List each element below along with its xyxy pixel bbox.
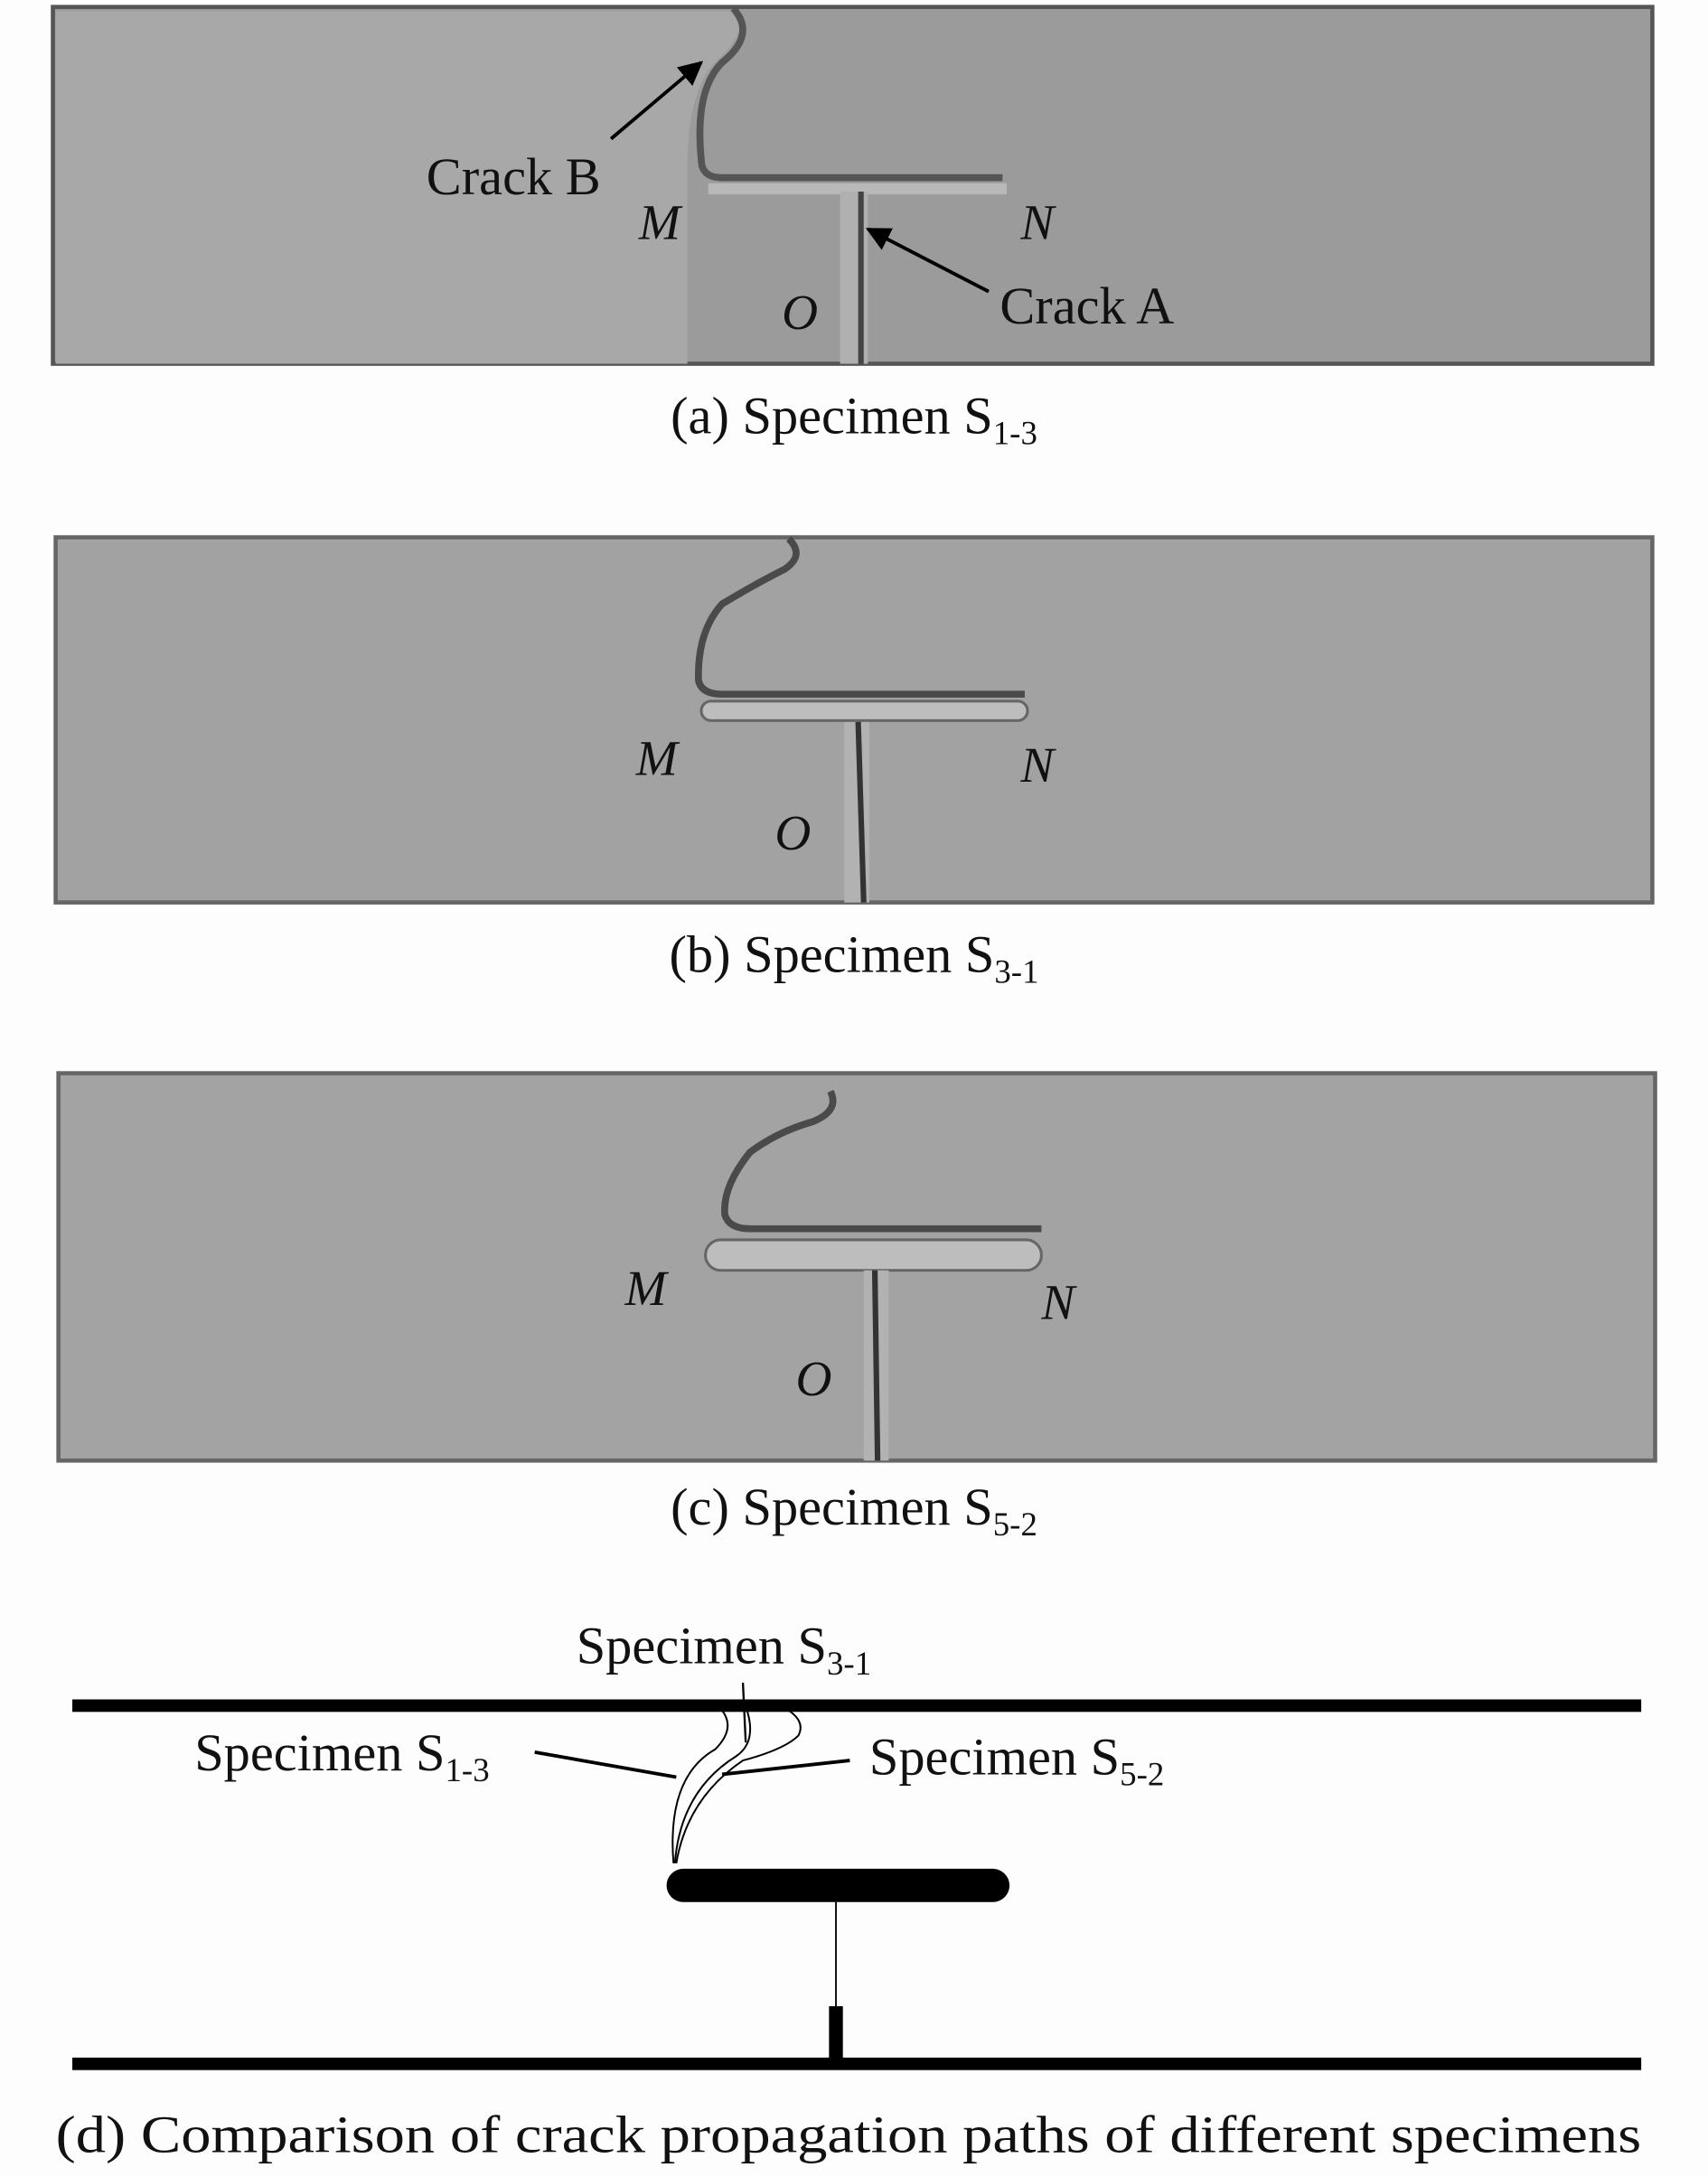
leader-s1-3	[534, 1750, 677, 1779]
point-o-label: O	[782, 285, 818, 340]
point-o-label: O	[774, 805, 811, 860]
crack-b-arrow	[609, 61, 704, 141]
crack-path-comparison-diagram: Specimen S3-1 Specimen S1-3 Specimen S5-…	[72, 1617, 1642, 2070]
crack-b-label: Crack B	[427, 147, 601, 206]
point-o-label: O	[795, 1351, 831, 1406]
top-edge	[72, 1699, 1642, 1713]
panel-c-photo: M N O	[56, 1071, 1657, 1463]
point-n-label: N	[1019, 737, 1056, 793]
point-m-label: M	[638, 194, 683, 249]
bottom-edge	[72, 2057, 1642, 2070]
leader-s3-1	[741, 1683, 747, 1743]
panel-a-photo: Crack B Crack A M N O	[51, 5, 1655, 366]
path-s5-2	[675, 1709, 802, 1863]
label-s1-3: Specimen S1-3	[194, 1723, 489, 1788]
label-s5-2: Specimen S5-2	[869, 1727, 1164, 1792]
path-s1-3	[671, 1710, 729, 1863]
vertical-notch	[829, 2006, 843, 2062]
caption-c: (c) Specimen S5-2	[671, 1478, 1037, 1543]
panel-b-photo: M N O	[53, 535, 1655, 905]
point-m-label: M	[624, 1261, 670, 1316]
point-n-label: N	[1040, 1275, 1077, 1330]
point-n-label: N	[1019, 194, 1056, 249]
caption-d: (d) Comparison of crack propagation path…	[56, 2105, 1642, 2163]
crack-a-label: Crack A	[999, 277, 1174, 335]
crack-b-path	[696, 5, 1003, 182]
label-s3-1: Specimen S3-1	[577, 1617, 871, 1682]
horizontal-slot	[666, 1868, 1010, 1902]
crack-a-arrow	[865, 227, 990, 294]
leader-s5-2	[721, 1759, 850, 1777]
path-s3-1	[673, 1710, 752, 1863]
caption-b: (b) Specimen S3-1	[669, 924, 1038, 990]
point-m-label: M	[635, 730, 680, 785]
caption-a: (a) Specimen S1-3	[671, 386, 1037, 451]
